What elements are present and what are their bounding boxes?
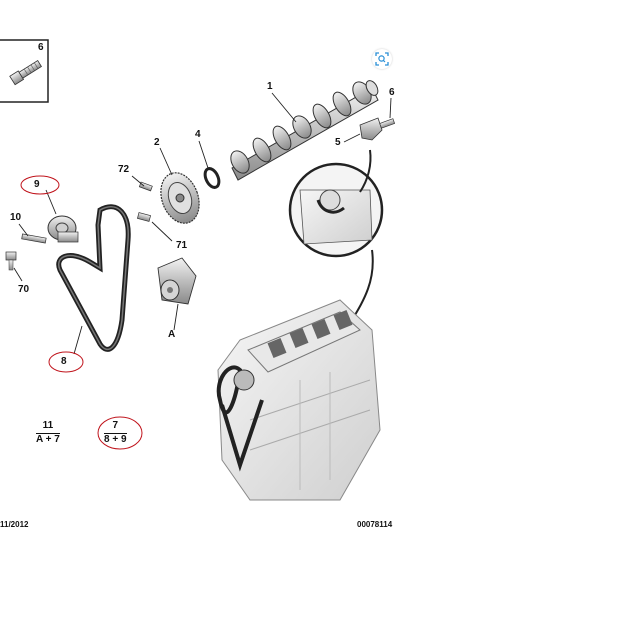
bracket-5 xyxy=(359,117,383,141)
fraction-denominator: 8 + 9 xyxy=(104,433,127,445)
fraction-denominator: A + 7 xyxy=(36,433,60,445)
bolt-70 xyxy=(5,251,17,271)
bolt-6-inset xyxy=(9,60,42,86)
fraction-7-89: 7 8 + 9 xyxy=(104,420,127,445)
tensioner-bolt-10 xyxy=(21,233,47,244)
pin-71 xyxy=(136,212,152,222)
label-part-8: 8 xyxy=(61,356,67,367)
label-part-4: 4 xyxy=(195,129,201,140)
highlight-8 xyxy=(48,351,84,373)
seal-ring xyxy=(203,167,221,189)
bolt-6-top xyxy=(379,118,396,129)
highlight-marks xyxy=(20,175,143,450)
engine-block xyxy=(216,299,381,501)
leader-lines xyxy=(13,92,392,355)
label-part-1: 1 xyxy=(267,81,273,92)
fraction-11-a7: 11 A + 7 xyxy=(36,420,60,445)
fraction-numerator: 7 xyxy=(104,420,127,434)
zoom-scan-icon[interactable] xyxy=(372,49,392,69)
highlight-7-fraction xyxy=(97,416,143,450)
label-part-5: 5 xyxy=(335,137,341,148)
label-part-70: 70 xyxy=(18,284,30,295)
label-part-71: 71 xyxy=(176,240,188,251)
inset-bolt-box xyxy=(0,39,49,103)
highlight-9 xyxy=(20,175,60,195)
timing-belt xyxy=(56,204,131,352)
label-part-72: 72 xyxy=(118,164,130,175)
camshaft-sprocket xyxy=(160,172,200,224)
label-part-2: 2 xyxy=(154,137,160,148)
label-part-A: A xyxy=(168,329,176,340)
label-part-6-top: 6 xyxy=(389,87,395,98)
fraction-numerator: 11 xyxy=(36,420,60,434)
label-part-6-inset: 6 xyxy=(38,42,44,53)
footer-reference: 00078114 xyxy=(357,520,393,529)
detail-magnifier xyxy=(288,149,384,321)
camshaft xyxy=(230,80,379,181)
tensioner-roller xyxy=(47,215,79,243)
label-part-10: 10 xyxy=(10,212,22,223)
water-pump-a xyxy=(157,257,197,305)
label-part-9: 9 xyxy=(34,179,40,190)
footer-date: 11/2012 xyxy=(0,520,29,529)
